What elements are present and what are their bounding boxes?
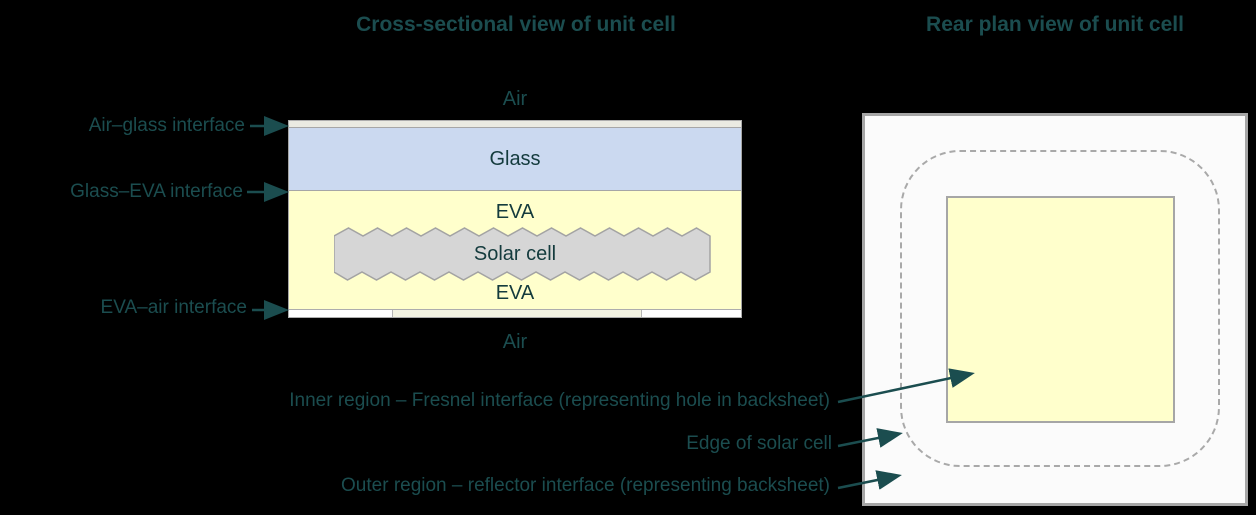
solar-cell-shape [334,227,711,281]
air-bottom-label: Air [502,331,528,353]
backsheet-segment-right [642,310,741,317]
glass-label: Glass [489,148,541,170]
inner-region-annotation: Inner region – Fresnel interface (repres… [289,390,830,411]
air-top-label: Air [502,88,528,110]
eva-bottom-label: EVA [495,282,535,304]
edge-of-solar-cell-annotation: Edge of solar cell [686,433,832,454]
eva-air-interface-label: EVA–air interface [100,297,247,318]
unit-cell-dashed-boundary [900,150,1220,467]
solar-cell-plan-square [946,196,1175,423]
backsheet-segment-left [289,310,393,317]
eva-top-label: EVA [495,201,535,223]
glass-eva-interface-label: Glass–EVA interface [70,181,243,202]
cross-section-title: Cross-sectional view of unit cell [356,13,676,36]
solar-cell-label: Solar cell [473,243,557,265]
outer-region-annotation: Outer region – reflector interface (repr… [341,475,830,496]
rear-plan-title: Rear plan view of unit cell [926,13,1184,36]
air-glass-interface-label: Air–glass interface [88,115,245,136]
eva-air-interface-strip [288,309,742,318]
backsheet-hole-segment [393,310,642,317]
